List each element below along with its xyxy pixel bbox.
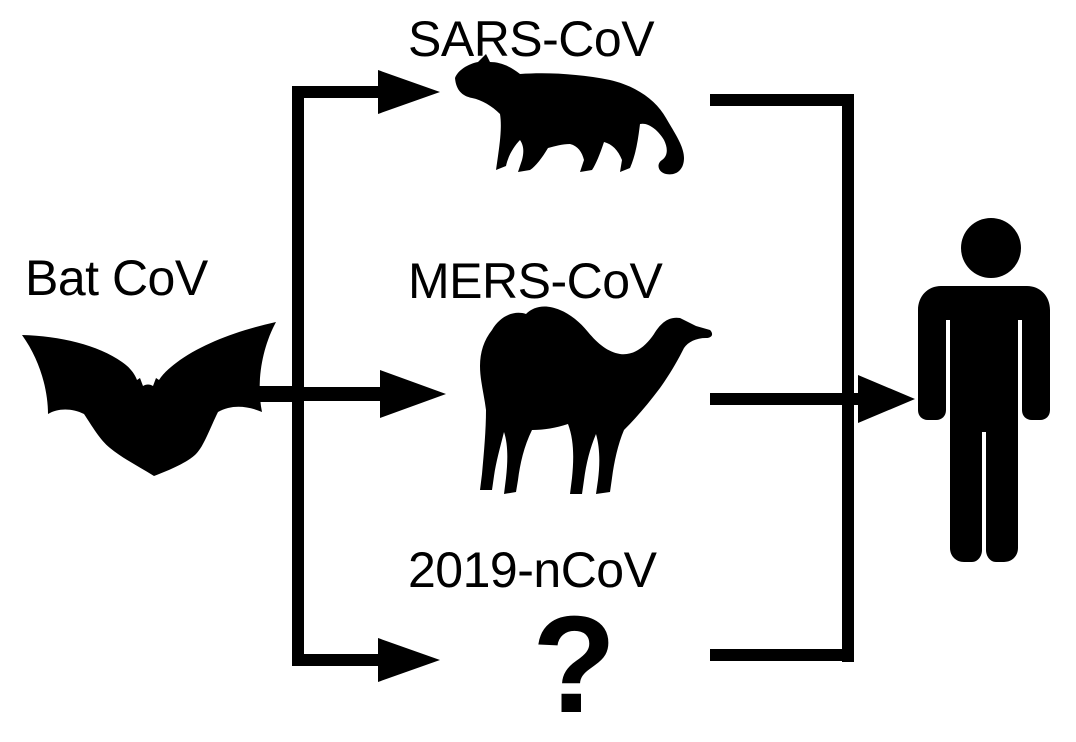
branch-connector [259,92,304,666]
camel-icon [480,306,713,494]
bat-icon [22,322,276,476]
arrowhead-icon [378,70,440,114]
bat-cov-label: Bat CoV [25,250,208,306]
arrowhead-icon [858,375,915,423]
merge-connector [710,94,915,662]
question-mark-icon: ? [532,588,617,742]
diagram-canvas [22,54,1050,682]
sars-cov-label: SARS-CoV [408,11,655,67]
arrow-to-mers [298,370,446,418]
arrowhead-icon [378,638,440,682]
transmission-diagram: Bat CoV SARS-CoV MERS-CoV 2019-nCoV ? [22,11,1050,734]
arrow-to-sars [292,70,440,114]
arrow-to-ncov [292,638,440,682]
human-icon [918,218,1050,562]
civet-icon [455,54,684,175]
arrowhead-icon [380,370,446,418]
mers-cov-label: MERS-CoV [408,253,663,309]
ncov-2019-label: 2019-nCoV [408,542,657,598]
